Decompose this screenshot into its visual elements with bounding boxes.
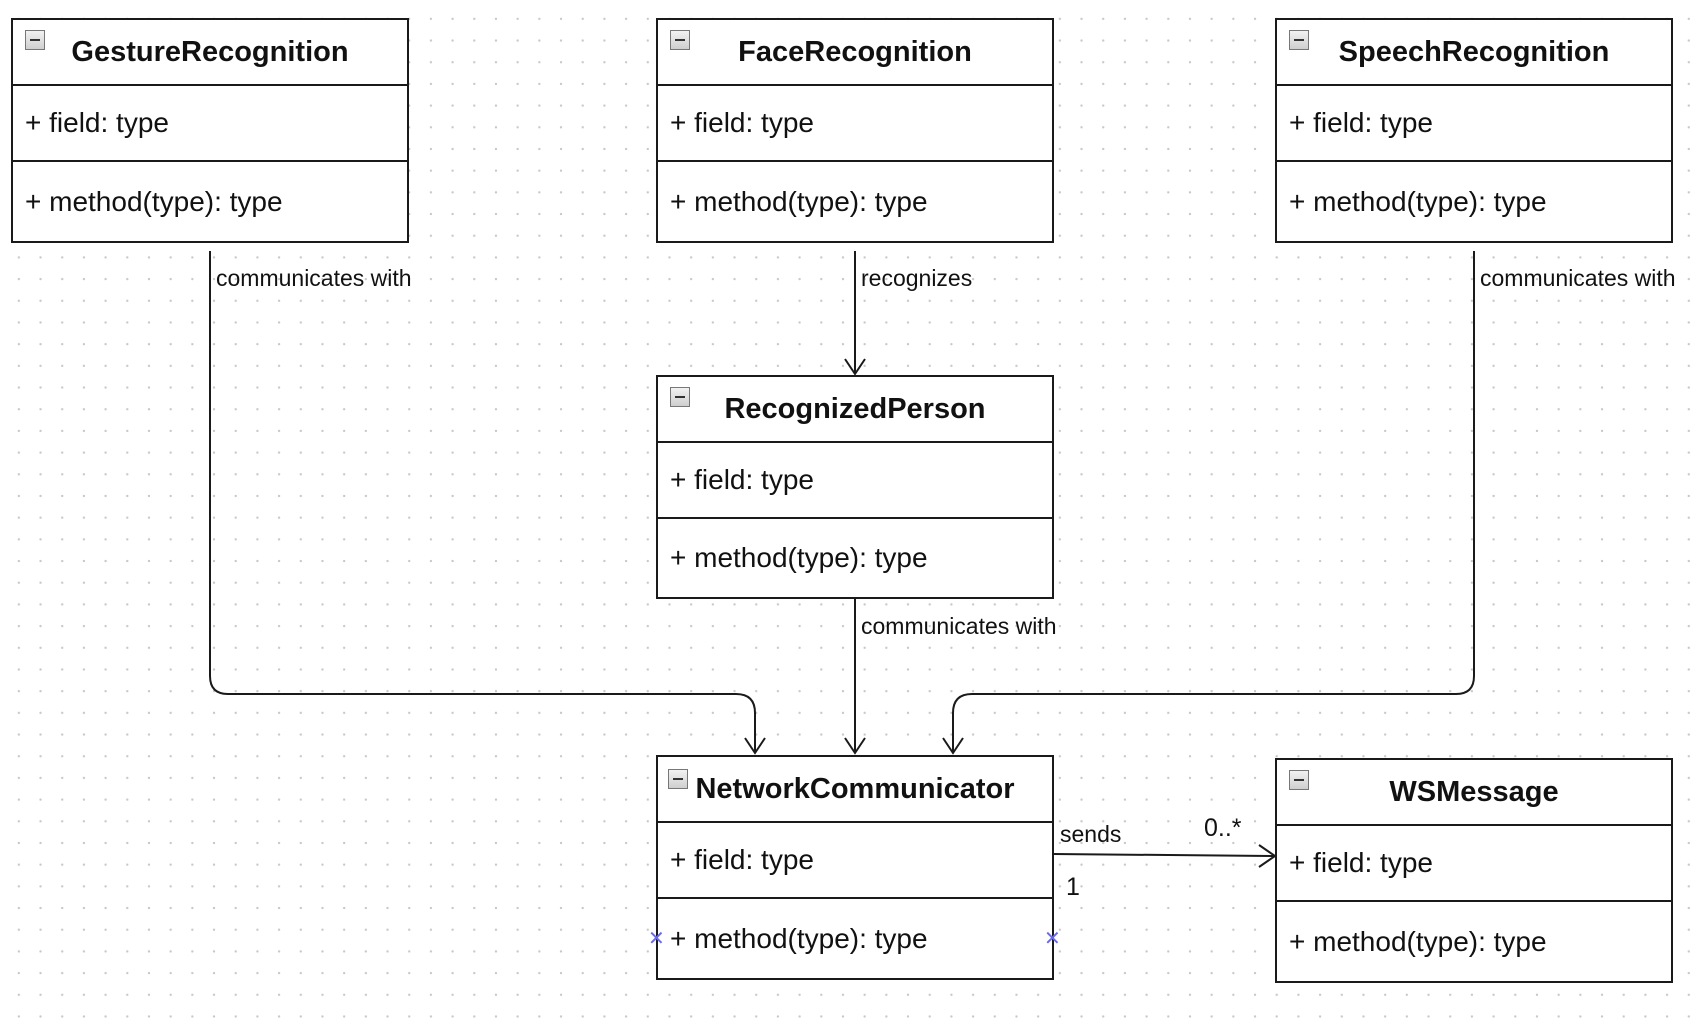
collapse-icon[interactable] (668, 769, 688, 789)
class-method: + method(type): type (1289, 185, 1547, 217)
class-wsmessage[interactable]: WSMessage + field: type + method(type): … (1275, 758, 1673, 983)
collapse-icon[interactable] (670, 387, 690, 407)
class-name: GestureRecognition (71, 35, 349, 68)
class-method: + method(type): type (670, 922, 928, 954)
edge-gesture-to-network[interactable] (209, 251, 756, 752)
class-method: + method(type): type (25, 185, 283, 217)
class-face-recognition[interactable]: FaceRecognition + field: type + method(t… (656, 18, 1054, 243)
collapse-icon[interactable] (670, 30, 690, 50)
class-network-communicator[interactable]: NetworkCommunicator + field: type + meth… (656, 755, 1054, 980)
edge-label-face-person: recognizes (861, 265, 973, 291)
edge-person-arrowhead (844, 737, 866, 755)
edge-label-gesture-network: communicates with (216, 265, 412, 291)
multiplicity-source: 1 (1066, 873, 1080, 901)
edge-gesture-arrowhead (744, 737, 766, 755)
class-header: NetworkCommunicator (658, 757, 1052, 823)
edge-label-speech-network: communicates with (1480, 265, 1676, 291)
class-name: WSMessage (1389, 775, 1559, 808)
class-recognized-person[interactable]: RecognizedPerson + field: type + method(… (656, 375, 1054, 599)
class-field: + field: type (13, 86, 407, 162)
edge-speech-arrowhead (942, 737, 964, 755)
class-gesture-recognition[interactable]: GestureRecognition + field: type + metho… (11, 18, 409, 243)
class-field: + field: type (658, 823, 1052, 899)
class-method: + method(type): type (670, 542, 928, 573)
class-field: + field: type (1277, 86, 1671, 162)
class-field: + field: type (658, 86, 1052, 162)
class-name: FaceRecognition (738, 35, 972, 68)
resize-handle-left[interactable]: ✕ (648, 926, 665, 950)
class-method: + method(type): type (1289, 925, 1547, 957)
collapse-icon[interactable] (25, 30, 45, 50)
edge-speech-to-network[interactable] (952, 251, 1475, 752)
edge-face-arrowhead (844, 358, 866, 376)
class-header: WSMessage (1277, 760, 1671, 826)
class-method: + method(type): type (670, 185, 928, 217)
class-speech-recognition[interactable]: SpeechRecognition + field: type + method… (1275, 18, 1673, 243)
collapse-icon[interactable] (1289, 770, 1309, 790)
class-name: SpeechRecognition (1338, 35, 1610, 68)
class-field: + field: type (1277, 826, 1671, 902)
edge-label-sends: sends (1060, 821, 1122, 847)
edge-label-person-network: communicates with (861, 613, 1057, 639)
class-header: SpeechRecognition (1277, 20, 1671, 86)
class-name: NetworkCommunicator (695, 772, 1015, 805)
edge-network-to-wsmessage[interactable] (1052, 853, 1276, 857)
collapse-icon[interactable] (1289, 30, 1309, 50)
class-header: GestureRecognition (13, 20, 407, 86)
class-field: + field: type (658, 443, 1052, 519)
class-header: FaceRecognition (658, 20, 1052, 86)
multiplicity-target: 0..* (1204, 814, 1242, 842)
class-name: RecognizedPerson (724, 392, 986, 425)
resize-handle-right[interactable]: ✕ (1044, 926, 1061, 950)
class-header: RecognizedPerson (658, 377, 1052, 443)
